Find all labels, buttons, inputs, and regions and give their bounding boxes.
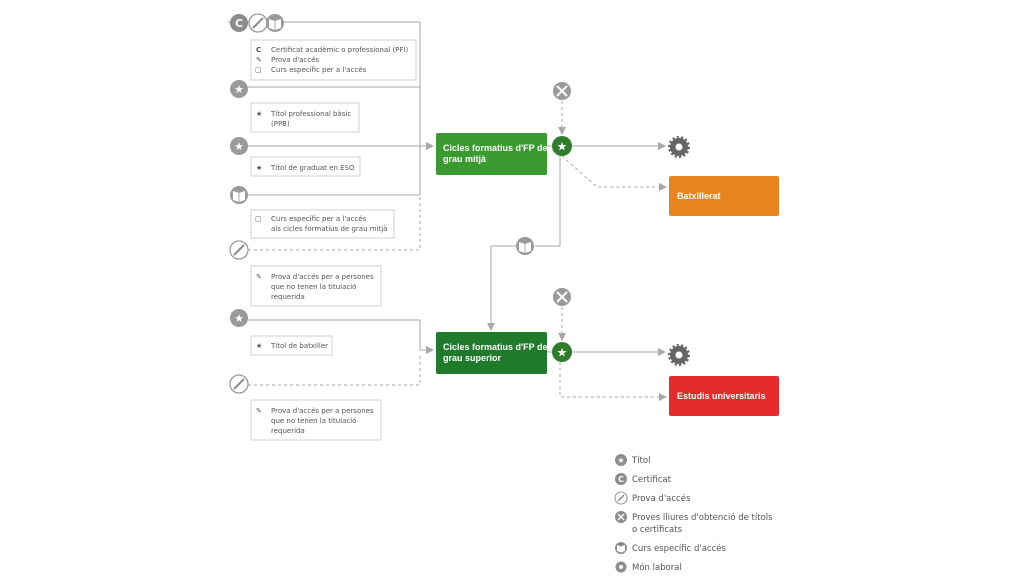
mini-book-icon: ▢ bbox=[255, 66, 262, 74]
pencil-icon bbox=[229, 240, 249, 260]
box-grau-mitja-line-2: grau mitjà bbox=[443, 154, 487, 164]
legend-item-curs: Curs específic d'accés bbox=[615, 542, 727, 554]
svg-text:★: ★ bbox=[234, 140, 244, 153]
box-batxillerat-label: Batxillerat bbox=[677, 191, 721, 201]
box-grau-mitja: Cicles formatius d'FP de grau mitjà bbox=[436, 133, 548, 175]
c-certificate-icon: C bbox=[230, 14, 248, 32]
mini-star-icon: ★ bbox=[256, 164, 262, 172]
note-4-line-2: als cicles formatius de grau mitjà bbox=[271, 225, 387, 233]
note-1-line-1: Certificat acadèmic o professional (PFI) bbox=[271, 46, 408, 54]
note-1-line-3: Curs específic per a l'accés bbox=[271, 66, 367, 74]
note-5-line-2: que no tenen la titulació bbox=[271, 283, 356, 291]
svg-text:★: ★ bbox=[557, 346, 568, 360]
note-4-line-1: Curs específic per a l'accés bbox=[271, 215, 367, 223]
gear-icon bbox=[668, 136, 690, 158]
box-grau-mitja-line-1: Cicles formatius d'FP de bbox=[443, 143, 548, 153]
legend-item-titol: ★ Títol bbox=[615, 454, 650, 466]
svg-text:★: ★ bbox=[557, 140, 568, 154]
connector-lines bbox=[228, 21, 667, 401]
star-icon: ★ bbox=[230, 137, 248, 155]
note-5-line-3: requerida bbox=[271, 293, 305, 301]
mini-c-icon: C bbox=[256, 46, 261, 54]
legend-label-proves-lliures-2: o certificats bbox=[632, 525, 683, 535]
star-node-icon: ★ bbox=[552, 136, 572, 156]
box-grau-superior-line-2: grau superior bbox=[443, 353, 502, 363]
box-batxillerat: Batxillerat bbox=[669, 176, 779, 216]
note-box-5 bbox=[250, 265, 382, 307]
mini-book-icon: ▢ bbox=[255, 215, 262, 223]
note-3-line-1: Títol de graduat en ESO bbox=[270, 164, 355, 172]
legend-item-proves-lliures: Proves lliures d'obtenció de títols o ce… bbox=[615, 511, 773, 535]
svg-text:★: ★ bbox=[234, 83, 244, 96]
gear-icon bbox=[668, 344, 690, 366]
mini-pencil-icon: ✎ bbox=[256, 273, 262, 281]
star-icon: ★ bbox=[230, 309, 248, 327]
pencil-icon bbox=[248, 13, 268, 33]
svg-text:★: ★ bbox=[234, 312, 244, 325]
note-1-line-2: Prova d'accés bbox=[271, 56, 319, 64]
legend-label-certificat: Certificat bbox=[632, 475, 672, 485]
mini-pencil-icon: ✎ bbox=[256, 56, 262, 64]
box-grau-superior-line-1: Cicles formatius d'FP de bbox=[443, 342, 548, 352]
legend-item-certificat: C Certificat bbox=[615, 473, 672, 485]
star-icon: ★ bbox=[230, 80, 248, 98]
crossed-tools-icon bbox=[553, 82, 571, 100]
pencil-icon bbox=[229, 374, 249, 394]
mini-star-icon: ★ bbox=[256, 110, 262, 118]
svg-text:C: C bbox=[235, 17, 243, 30]
note-box-2 bbox=[250, 102, 360, 133]
legend-label-titol: Títol bbox=[631, 456, 650, 466]
note-6-line-1: Títol de batxiller bbox=[270, 342, 328, 350]
note-texts: C Certificat acadèmic o professional (PF… bbox=[255, 46, 408, 435]
note-7-line-1: Prova d'accés per a persones bbox=[271, 407, 374, 415]
note-box-3 bbox=[250, 156, 361, 177]
mini-pencil-icon: ✎ bbox=[256, 407, 262, 415]
open-book-icon bbox=[516, 237, 534, 255]
note-2-line-2: (PPB) bbox=[271, 120, 290, 128]
open-book-icon bbox=[266, 14, 284, 32]
legend-item-mon-laboral: Món laboral bbox=[615, 561, 682, 573]
note-box-1 bbox=[250, 39, 417, 81]
note-5-line-1: Prova d'accés per a persones bbox=[271, 273, 374, 281]
open-book-icon bbox=[230, 186, 248, 204]
legend-label-mon-laboral: Món laboral bbox=[632, 562, 682, 573]
legend-label-proves-lliures-1: Proves lliures d'obtenció de títols bbox=[632, 512, 773, 523]
legend-label-prova: Prova d'accés bbox=[632, 493, 691, 504]
note-box-7 bbox=[250, 399, 382, 441]
box-estudis-universitaris: Estudis universitaris bbox=[669, 376, 779, 416]
left-icons: C ★ ★ ★ bbox=[229, 13, 284, 394]
mini-star-icon: ★ bbox=[256, 342, 262, 350]
star-icon: ★ bbox=[617, 456, 624, 465]
box-grau-superior: Cicles formatius d'FP de grau superior bbox=[436, 332, 548, 374]
note-boxes bbox=[250, 39, 417, 441]
note-7-line-3: requerida bbox=[271, 427, 305, 435]
note-box-4 bbox=[250, 209, 395, 239]
note-7-line-2: que no tenen la titulació bbox=[271, 417, 356, 425]
star-node-icon: ★ bbox=[552, 342, 572, 362]
legend: ★ Títol C Certificat Prova d'accés Prove… bbox=[614, 454, 773, 573]
crossed-tools-icon bbox=[553, 288, 571, 306]
c-certificate-icon: C bbox=[618, 475, 624, 484]
legend-item-prova: Prova d'accés bbox=[614, 491, 691, 505]
legend-label-curs: Curs específic d'accés bbox=[632, 543, 727, 554]
note-box-6 bbox=[250, 335, 333, 356]
box-estudis-universitaris-label: Estudis universitaris bbox=[677, 391, 766, 401]
note-2-line-1: Títol professional bàsic bbox=[270, 110, 351, 118]
